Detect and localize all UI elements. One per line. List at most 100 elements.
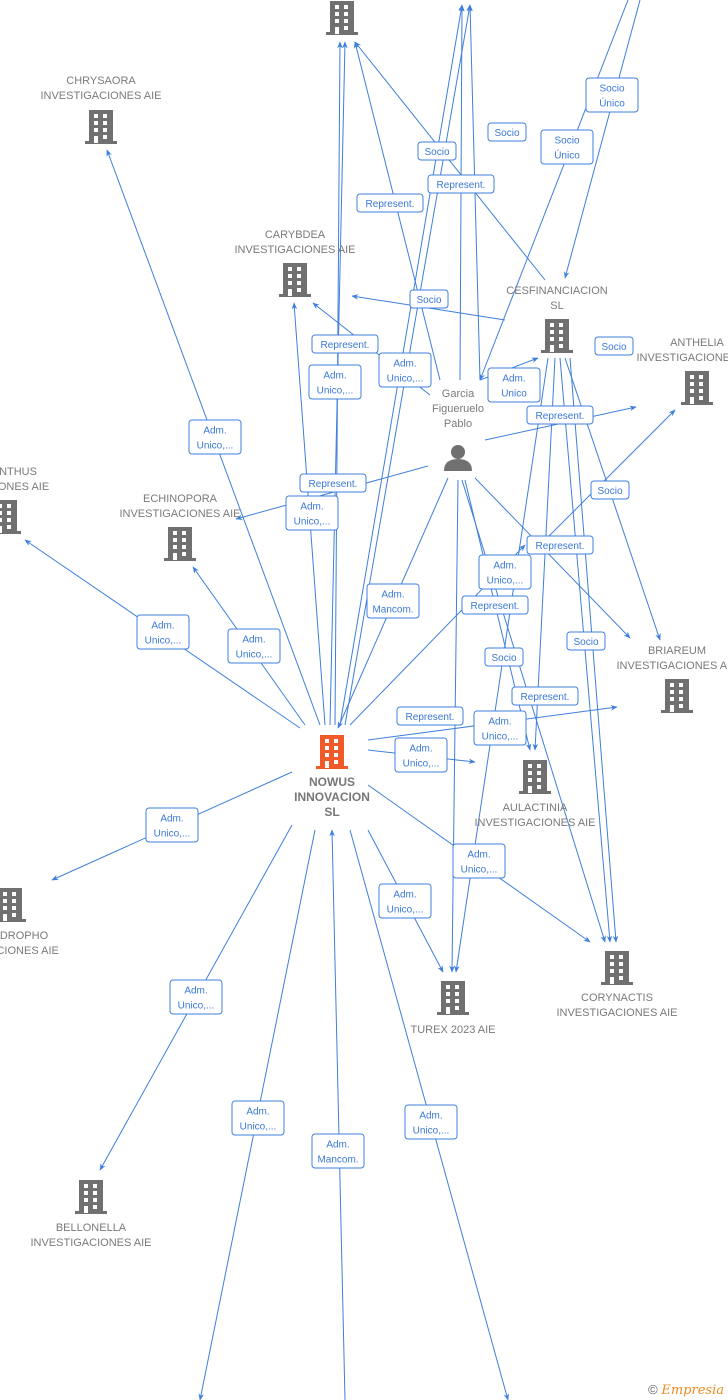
edge-label[interactable]: Adm.Unico,... — [394, 737, 448, 773]
edge-label[interactable]: Adm.Unico,... — [452, 843, 506, 879]
edge-label-text: Socio — [601, 342, 626, 353]
edge-label[interactable]: Adm.Mancom. — [311, 1133, 365, 1169]
node-turex[interactable]: TUREX 2023 AIE — [411, 981, 496, 1036]
edge-line — [329, 829, 346, 1400]
edge-label-text: Adm.Unico,... — [145, 621, 182, 647]
edge-label-text: Adm.Mancom. — [317, 1140, 358, 1166]
edge-label[interactable]: Adm.Unico,... — [231, 1100, 285, 1136]
edge-label[interactable]: Socio — [487, 122, 527, 142]
edge-label-text: Socio — [494, 128, 519, 139]
edge-label[interactable]: Adm.Unico,... — [378, 352, 432, 388]
edge-line — [539, 409, 676, 546]
edge-label-text: Adm.Unico,... — [240, 1107, 277, 1133]
edge-label-text: Adm.Unico,... — [178, 986, 215, 1012]
building-icon — [316, 735, 348, 769]
edge-label-text: Adm.Mancom. — [372, 590, 413, 616]
edge-label[interactable]: Adm.Unico,... — [378, 883, 432, 919]
node-nthus[interactable]: NTHUSCIONES AIE — [0, 466, 49, 534]
edge-label[interactable]: Socio — [590, 480, 630, 500]
edge-label[interactable]: Adm.Unico,... — [227, 628, 281, 664]
edge-label-text: Adm.Unico,... — [154, 814, 191, 840]
edge-line — [354, 41, 546, 281]
edge-label-text: Adm.Unico,... — [317, 371, 354, 397]
edge-label[interactable]: Socio — [594, 336, 634, 356]
edge-label[interactable]: Socio — [566, 631, 606, 651]
edge-label-text: Adm.Unico,... — [294, 502, 331, 528]
edge-label[interactable]: Adm.Unico,... — [136, 614, 190, 650]
edge-label-text: Represent. — [321, 340, 370, 351]
edge-label[interactable]: Adm.Unico,... — [478, 554, 532, 590]
edge-label[interactable]: Represent. — [526, 535, 594, 555]
edge-label-text: Adm.Unico,... — [236, 635, 273, 661]
edge-line — [479, 0, 629, 381]
edge-label-text: Adm.Unico,... — [461, 850, 498, 876]
building-icon — [0, 888, 26, 922]
edge-label-text: Socio — [597, 486, 622, 497]
edge-label[interactable]: Socio — [417, 141, 457, 161]
edge-label-text: Adm.Unico,... — [387, 359, 424, 385]
node-label: DROPHOACIONES AIE — [0, 930, 59, 957]
edge-label[interactable]: Adm.Unico,... — [404, 1104, 458, 1140]
edge-label[interactable]: Represent. — [299, 473, 367, 493]
building-icon — [437, 981, 469, 1015]
edge-label[interactable]: Represent. — [461, 595, 529, 615]
edge-label-text: Socio — [416, 295, 441, 306]
edge-label[interactable]: Represent. — [356, 193, 424, 213]
edge-label[interactable]: Socio — [484, 647, 524, 667]
building-icon — [326, 1, 358, 35]
edge-label-text: Represent. — [437, 180, 486, 191]
edge-label[interactable]: Represent. — [396, 706, 464, 726]
building-icon — [164, 527, 196, 561]
edge-label-text: Adm.Unico — [501, 374, 527, 400]
copyright-icon: © — [648, 1382, 658, 1397]
node-dropho[interactable]: DROPHOACIONES AIE — [0, 888, 59, 957]
edge-label-text: Represent. — [536, 411, 585, 422]
edge-label[interactable]: Adm.Unico,... — [188, 419, 242, 455]
edge-label[interactable]: Adm.Unico,... — [285, 495, 339, 531]
edge-label-text: Adm.Unico,... — [387, 890, 424, 916]
edge-label[interactable]: Adm.Unico — [487, 367, 541, 403]
edge-label[interactable]: Adm.Mancom. — [366, 583, 420, 619]
edge-label-text: Represent. — [366, 199, 415, 210]
edge-label[interactable]: Socio — [409, 289, 449, 309]
edge-label[interactable]: Adm.Unico,... — [308, 364, 362, 400]
edge-line — [449, 479, 459, 973]
edge-label[interactable]: Represent. — [526, 405, 594, 425]
person-icon — [444, 445, 472, 471]
edge-label[interactable]: Represent. — [427, 174, 495, 194]
edge-label[interactable]: Adm.Unico,... — [473, 710, 527, 746]
edge-label[interactable]: Represent. — [511, 686, 579, 706]
building-icon — [541, 319, 573, 353]
node-top[interactable] — [326, 1, 358, 35]
edge-label-text: Represent. — [536, 541, 585, 552]
edge-label-text: Represent. — [309, 479, 358, 490]
edge-label[interactable]: Represent. — [311, 334, 379, 354]
brand-logo[interactable]: Empresia — [661, 1383, 724, 1398]
edge-label[interactable]: Adm.Unico,... — [145, 807, 199, 843]
edge-label[interactable]: Adm.Unico,... — [169, 979, 223, 1015]
